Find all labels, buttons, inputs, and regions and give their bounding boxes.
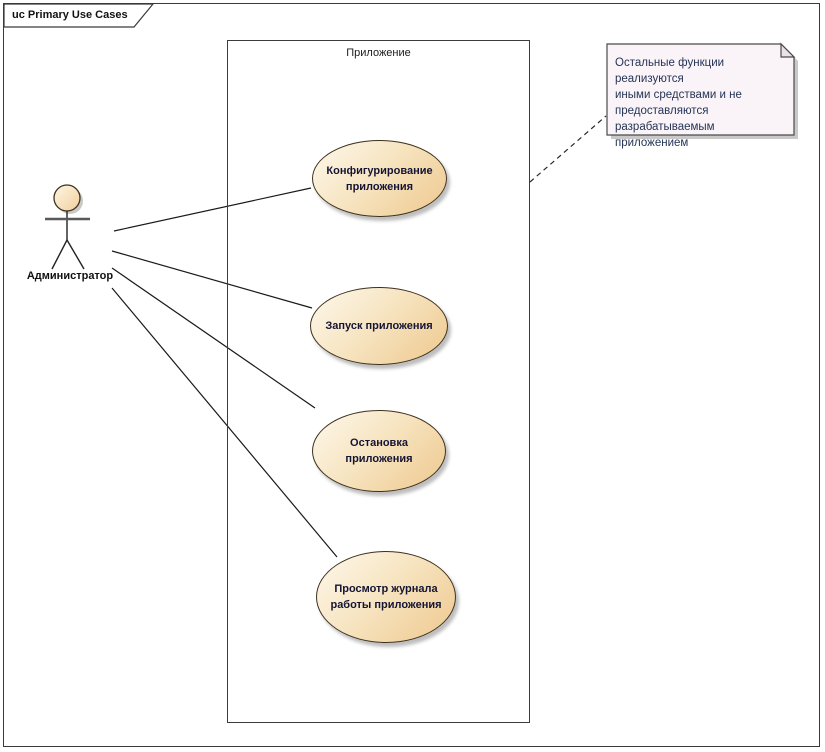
- usecase-configure-application: Конфигурирование приложения: [312, 140, 447, 217]
- note-fold-corner-icon: [780, 42, 796, 58]
- system-boundary: Приложение: [227, 40, 530, 723]
- note-attachment-link: [529, 115, 607, 183]
- actor-leg-right: [66, 239, 85, 270]
- usecase-view-application-log: Просмотр журнала работы приложения: [316, 551, 456, 643]
- note-text: Остальные функции реализуются иными сред…: [615, 57, 742, 149]
- association-admin-configure: [113, 187, 312, 232]
- usecase-label: Просмотр журнала работы приложения: [330, 583, 442, 611]
- actor-figure: [45, 184, 90, 270]
- diagram-frame: [3, 3, 820, 747]
- actor-leg-left: [51, 239, 68, 270]
- system-boundary-title: Приложение: [346, 47, 411, 59]
- association-admin-stop: [111, 267, 316, 409]
- association-admin-start: [111, 250, 313, 309]
- frame-title-tab: [3, 3, 155, 28]
- association-admin-viewlog: [111, 287, 338, 558]
- usecase-stop-application: Остановка приложения: [312, 410, 446, 492]
- note-body: [606, 43, 795, 136]
- frame-title: uc Primary Use Cases: [12, 9, 128, 21]
- actor-label: Администратор: [26, 270, 114, 282]
- usecase-label: Конфигурирование приложения: [326, 164, 433, 193]
- actor-head: [53, 184, 81, 212]
- usecase-label: Запуск приложения: [325, 320, 433, 332]
- usecase-label: Остановка приложения: [345, 437, 413, 465]
- note-shape: [606, 42, 798, 139]
- usecase-start-application: Запуск приложения: [310, 287, 448, 365]
